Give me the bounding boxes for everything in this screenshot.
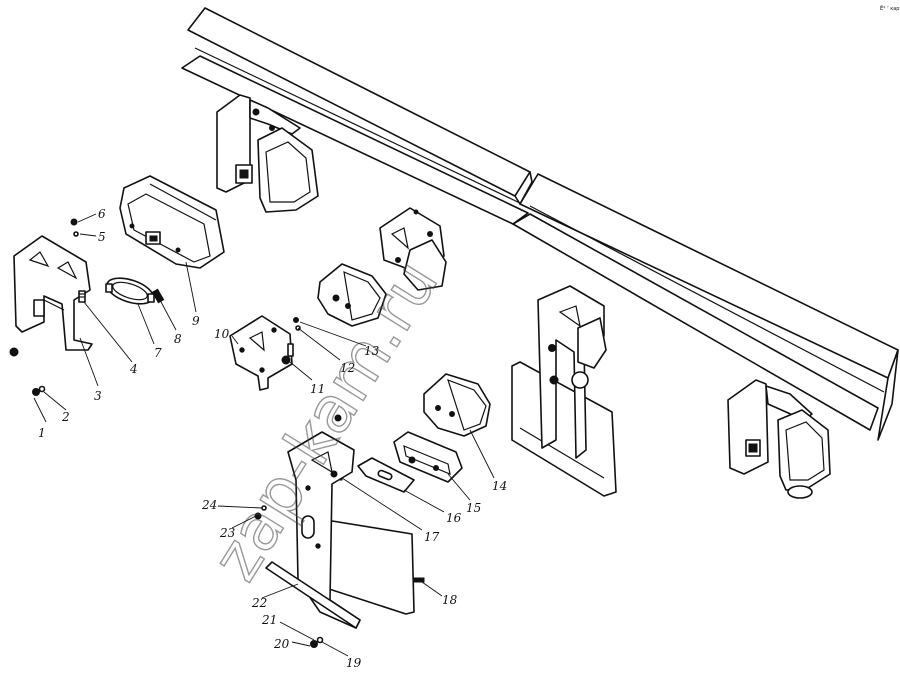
callout-18: 18 — [442, 593, 458, 607]
part-16-gasket — [357, 457, 415, 493]
part-7-clamp — [105, 277, 155, 305]
parts-5-6-fasteners — [70, 218, 79, 237]
callout-16: 16 — [446, 511, 462, 525]
leader-lines — [33, 213, 495, 657]
callout-1: 1 — [38, 426, 46, 440]
callout-14: 14 — [492, 479, 507, 493]
callout-8: 8 — [174, 332, 182, 346]
callout-23: 23 — [219, 526, 236, 540]
mounted-license-assembly — [511, 285, 617, 497]
bumper-beam — [181, 7, 899, 441]
mounted-rear-lamp-right — [727, 379, 831, 499]
callout-6: 6 — [98, 207, 106, 221]
callout-22: 22 — [251, 596, 267, 610]
callout-11: 11 — [310, 382, 325, 396]
callout-12: 12 — [340, 361, 355, 375]
part-15-plate-lamp — [393, 431, 463, 483]
callout-5: 5 — [98, 230, 106, 244]
callout-15: 15 — [466, 501, 481, 515]
part-22-license-bracket — [265, 414, 415, 629]
parts-1-2-fasteners — [9, 347, 46, 396]
callout-24: 24 — [201, 498, 217, 512]
callout-labels: 1 2 3 4 5 6 7 8 9 10 11 12 13 14 15 16 1… — [38, 207, 507, 670]
callout-2: 2 — [61, 410, 70, 424]
callout-7: 7 — [154, 346, 162, 360]
callout-20: 20 — [273, 637, 290, 651]
part-13-lamp — [317, 263, 387, 327]
callout-21: 21 — [261, 613, 277, 627]
mounted-rear-lamp-left — [216, 94, 319, 213]
callout-17: 17 — [424, 530, 440, 544]
mounted-middle-bracket — [379, 207, 447, 291]
callout-3: 3 — [94, 389, 102, 403]
part-3-left-bracket — [13, 235, 93, 351]
callout-9: 9 — [192, 314, 200, 328]
callout-19: 19 — [346, 656, 362, 670]
part-14-lamp — [423, 373, 491, 437]
part-10-bracket — [229, 315, 293, 391]
part-9-rear-lamp — [119, 175, 225, 269]
callout-4: 4 — [129, 362, 138, 376]
part-4-screw — [78, 290, 86, 303]
parts-11-12-fasteners — [281, 317, 301, 365]
callout-10: 10 — [214, 327, 230, 341]
callout-13: 13 — [364, 344, 380, 358]
corner-mark: Ё° ' кар — [880, 5, 899, 12]
